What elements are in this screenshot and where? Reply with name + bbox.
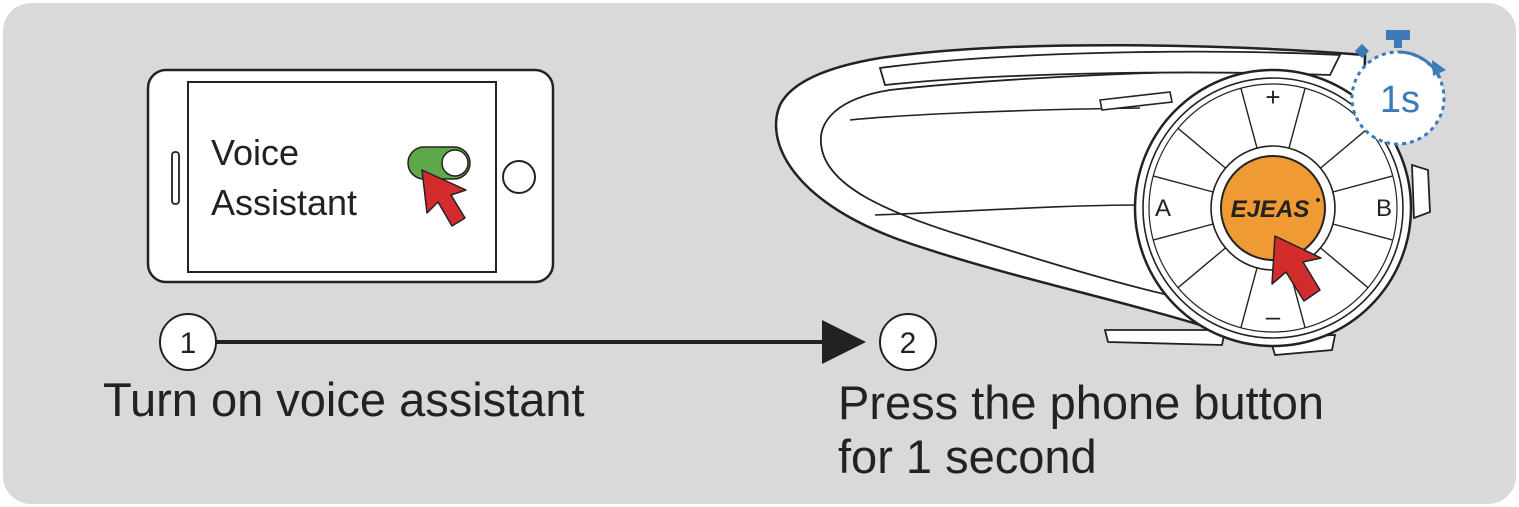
step-1-number: 1 [180, 327, 197, 360]
dial-spoke [1177, 127, 1226, 169]
step-2-badge [879, 313, 937, 371]
phone-home-button [502, 160, 536, 194]
button-b-label: B [1376, 195, 1392, 222]
stopwatch-crown [1386, 30, 1410, 40]
stopwatch-left-lug [1354, 43, 1370, 59]
stopwatch-arrowhead [1432, 60, 1446, 76]
step-1-text: Turn on voice assistant [103, 373, 585, 426]
stopwatch-stem [1394, 38, 1402, 48]
phone-button[interactable]: EJEAS [1220, 155, 1326, 261]
device-top-ridge [878, 50, 1342, 86]
voice-assistant-toggle[interactable] [407, 146, 471, 180]
toggle-pointer-arrow-icon [421, 169, 467, 227]
step-1: 1 Turn on voice assistant [103, 313, 585, 426]
step-connector-arrowhead [822, 320, 866, 364]
smartphone-illustration: Voice Assistant [146, 68, 555, 284]
step-2-text-line1: Press the phone button [838, 376, 1324, 429]
headset-device-illustration: + – A B EJEAS [774, 43, 1431, 356]
voice-label-line1: Voice [211, 132, 299, 173]
control-dial-spokes [1153, 88, 1393, 328]
voice-label-line2: Assistant [211, 182, 357, 223]
dial-spoke [1320, 247, 1369, 289]
stopwatch-icon: 1s [1350, 30, 1446, 146]
dial-spoke [1288, 88, 1306, 149]
toggle-knob [441, 149, 469, 177]
device-side-button [1411, 163, 1431, 220]
step-2-text-line2: for 1 second [838, 430, 1097, 483]
step-2: 2 Press the phone button for 1 second [838, 313, 1324, 483]
device-bottom-clip-left [1103, 329, 1227, 346]
brand-logo: EJEAS [1231, 196, 1310, 223]
dial-spoke [1332, 223, 1393, 241]
dial-spoke [1177, 247, 1226, 289]
device-side-ridge [849, 107, 1141, 121]
stopwatch-label: 1s [1380, 79, 1420, 121]
dial-spoke [1153, 223, 1214, 241]
brand-logo-dot [1316, 198, 1320, 202]
control-dial-ring-2 [1142, 77, 1404, 339]
dial-spoke [1332, 175, 1393, 193]
device-lower-ridge [874, 204, 1141, 216]
phone-speaker-slot [171, 151, 180, 205]
step-2-number: 2 [900, 327, 917, 360]
dial-spoke [1240, 267, 1258, 328]
dial-spoke [1153, 175, 1214, 193]
control-dial-ring-3 [1148, 83, 1398, 333]
dial-spoke [1320, 127, 1369, 169]
dial-spoke [1240, 88, 1258, 149]
phone-button-pointer-arrow-icon [1271, 235, 1322, 302]
device-slot [1099, 91, 1173, 111]
button-a-label: A [1155, 195, 1171, 222]
device-inner-contour [819, 69, 1311, 301]
volume-up-label: + [1265, 82, 1280, 112]
volume-down-label: – [1266, 301, 1281, 331]
